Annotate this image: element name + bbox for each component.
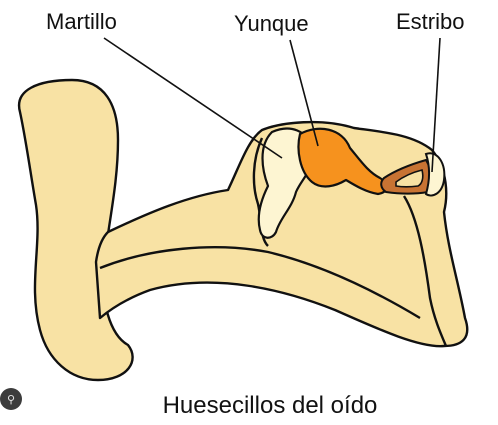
incus-label: Yunque <box>234 11 309 36</box>
incus-leader-line <box>289 39 319 147</box>
cochlea-ridge <box>402 195 448 347</box>
malleus-leader-line <box>103 37 283 159</box>
incus-bone <box>297 127 388 196</box>
malleus-label: Martillo <box>46 9 117 34</box>
canal-inner-edge <box>99 246 421 320</box>
stapes-footplate-opening <box>395 169 424 188</box>
stapes-leader-line <box>431 37 441 173</box>
diagram-caption: Huesecillos del oído <box>163 392 378 419</box>
image-search-icon[interactable]: ⚲ <box>0 388 22 410</box>
oval-window <box>424 152 446 197</box>
stapes-label: Estribo <box>396 9 464 34</box>
